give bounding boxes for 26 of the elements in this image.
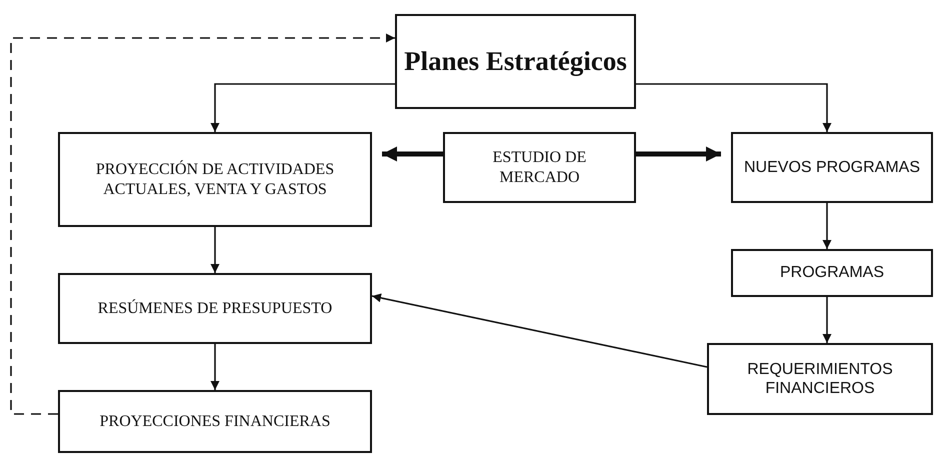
box-label: PROYECCIONES FINANCIERAS xyxy=(100,412,330,432)
box-label: PROYECCIÓN DE ACTIVIDADES ACTUALES, VENTA Y GASTOS xyxy=(94,160,336,199)
box-label: Planes Estratégicos xyxy=(404,45,627,78)
process-box xyxy=(731,132,933,203)
arrow xyxy=(822,203,832,249)
thick-arrow xyxy=(636,146,721,162)
process-box xyxy=(395,14,636,109)
arrow xyxy=(822,297,832,343)
process-box xyxy=(731,249,933,297)
box-label: ESTUDIO DE MERCADO xyxy=(492,148,588,187)
arrow xyxy=(210,83,395,132)
arrow xyxy=(372,293,708,368)
box-label: REQUERIMIENTOS FINANCIEROS xyxy=(746,360,894,398)
box-label: RESÚMENES DE PRESUPUESTO xyxy=(98,298,332,318)
process-box xyxy=(58,132,372,227)
box-label: NUEVOS PROGRAMAS xyxy=(744,158,920,178)
arrow xyxy=(210,344,220,390)
process-box xyxy=(707,343,933,415)
process-box xyxy=(58,273,372,344)
arrow xyxy=(210,227,220,273)
dashed-arrow xyxy=(10,34,395,415)
arrow xyxy=(636,83,832,132)
thick-arrow xyxy=(382,146,443,162)
process-box xyxy=(58,390,372,453)
box-label: PROGRAMAS xyxy=(780,263,884,283)
process-box xyxy=(443,132,636,203)
